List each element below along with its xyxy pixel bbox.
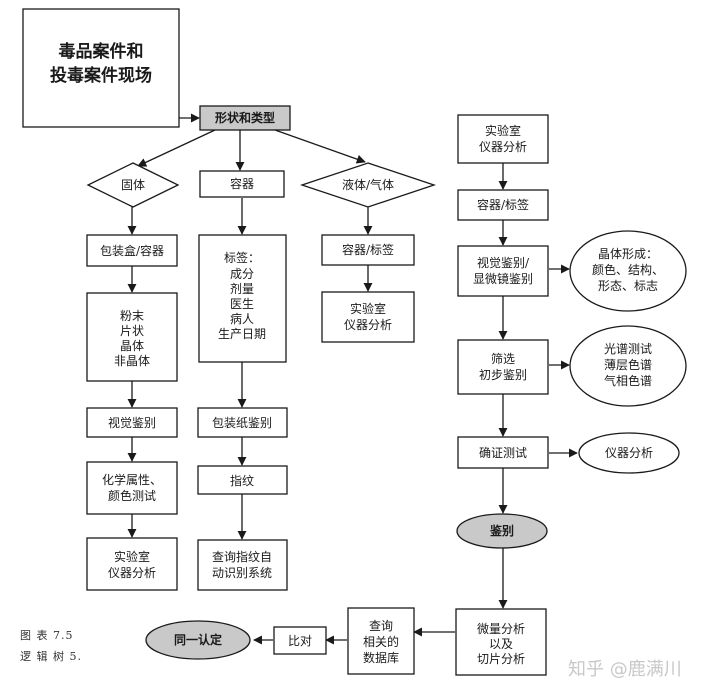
container-tag-2: 成分 [230, 267, 254, 281]
container-query-2: 动识别系统 [212, 566, 272, 580]
crystal-ellipse: 晶体形成： 颜色、结构、 形态、标志 [569, 230, 687, 312]
liquid-diamond: 液体/气体 [299, 162, 437, 208]
solid-form-4: 非晶体 [114, 354, 150, 368]
container-tag-6: 生产日期 [218, 327, 266, 341]
instrument-label: 仪器分析 [605, 446, 653, 460]
flow-confirm-label: 确证测试 [479, 445, 527, 460]
micro-2: 以及 [489, 637, 513, 651]
crystal-2: 颜色、结构、 [592, 262, 664, 277]
crystal-1: 晶体形成： [598, 247, 658, 261]
solid-form-1: 粉末 [120, 309, 144, 323]
flow-tag-label: 容器/标签 [477, 197, 529, 212]
connectors [127, 113, 578, 645]
flow-visual-1: 视觉鉴别/ [477, 255, 530, 270]
compare-box: 比对 [273, 626, 327, 655]
container-fingerprint-label: 指纹 [230, 473, 254, 488]
shape-type-box: 形状和类型 [199, 105, 291, 131]
watermark: 知乎 @鹿满川 [568, 659, 682, 680]
container-tag-box: 标签： 成分 剂量 医生 病人 生产日期 [198, 234, 287, 363]
container-box: 容器 [199, 170, 285, 198]
micro-3: 切片分析 [477, 652, 525, 666]
identify-ellipse: 鉴别 [456, 513, 548, 549]
container-query-box: 查询指纹自 动识别系统 [197, 539, 288, 591]
solid-form-2: 片状 [120, 324, 144, 338]
flow-visual-2: 显微镜鉴别 [473, 271, 533, 286]
flow-lab-1: 实验室 [485, 123, 521, 138]
same-ellipse: 同一认定 [145, 620, 251, 660]
figure-caption-1: 图 表 7.5 [20, 629, 74, 642]
container-tag-1: 标签： [224, 250, 260, 265]
flow-lab-box: 实验室 仪器分析 [457, 114, 549, 164]
container-paper-box: 包装纸鉴别 [197, 407, 288, 438]
title-line-2: 投毒案件现场 [50, 65, 152, 86]
solid-label: 固体 [121, 178, 145, 192]
container-fingerprint-box: 指纹 [197, 465, 288, 495]
shape-type-label: 形状和类型 [215, 110, 275, 125]
crystal-3: 形态、标志 [598, 279, 658, 293]
database-1: 查询 [369, 619, 393, 633]
liquid-lab-box: 实验室 仪器分析 [321, 291, 415, 343]
micro-1: 微量分析 [477, 622, 525, 636]
database-2: 相关的 [363, 634, 399, 649]
spectra-3: 气相色谱 [604, 373, 652, 388]
flow-screen-1: 筛选 [491, 351, 515, 366]
title-line-1: 毒品案件和 [59, 41, 144, 62]
solid-form-3: 晶体 [120, 339, 144, 353]
flow-screen-box: 筛选 初步鉴别 [457, 339, 549, 395]
container-label: 容器 [230, 176, 254, 191]
container-tag-4: 医生 [230, 297, 254, 311]
flow-confirm-box: 确证测试 [457, 436, 549, 469]
solid-lab-1: 实验室 [114, 549, 150, 564]
micro-box: 微量分析 以及 切片分析 [455, 608, 547, 676]
solid-visual-label: 视觉鉴别 [108, 415, 156, 430]
figure-caption-2: 逻 辑 树 5. [20, 650, 82, 663]
identify-label: 鉴别 [489, 523, 514, 538]
solid-chem-1: 化学属性、 [102, 472, 162, 487]
solid-chem-box: 化学属性、 颜色测试 [86, 461, 178, 515]
liquid-lab-2: 仪器分析 [344, 318, 392, 332]
container-tag-5: 病人 [230, 311, 254, 326]
solid-package-box: 包装盒/容器 [86, 234, 178, 267]
solid-diamond: 固体 [86, 162, 180, 208]
container-tag-3: 剂量 [230, 281, 254, 296]
solid-package-label: 包装盒/容器 [100, 243, 164, 258]
same-label: 同一认定 [174, 632, 222, 647]
flow-lab-2: 仪器分析 [479, 140, 527, 154]
solid-forms-box: 粉末 片状 晶体 非晶体 [86, 292, 178, 382]
liquid-label: 液体/气体 [342, 177, 394, 192]
liquid-lab-1: 实验室 [350, 301, 386, 316]
spectra-1: 光谱测试 [604, 341, 652, 356]
container-query-1: 查询指纹自 [212, 549, 272, 564]
solid-chem-2: 颜色测试 [108, 488, 156, 503]
compare-label: 比对 [288, 634, 312, 648]
container-paper-label: 包装纸鉴别 [212, 416, 272, 430]
solid-lab-box: 实验室 仪器分析 [86, 537, 178, 591]
instrument-ellipse: 仪器分析 [578, 432, 680, 474]
flow-tag-box: 容器/标签 [457, 189, 549, 221]
flow-visual-box: 视觉鉴别/ 显微镜鉴别 [457, 245, 549, 297]
database-box: 查询 相关的 数据库 [347, 607, 415, 675]
solid-lab-2: 仪器分析 [108, 566, 156, 580]
liquid-tag-box: 容器/标签 [321, 234, 415, 266]
title-box: 毒品案件和 投毒案件现场 [22, 8, 180, 128]
liquid-tag-label: 容器/标签 [342, 242, 394, 257]
database-3: 数据库 [363, 650, 399, 665]
spectra-ellipse: 光谱测试 薄层色谱 气相色谱 [569, 325, 687, 407]
spectra-2: 薄层色谱 [604, 357, 652, 372]
flow-screen-2: 初步鉴别 [479, 368, 527, 382]
solid-visual-box: 视觉鉴别 [86, 407, 178, 438]
